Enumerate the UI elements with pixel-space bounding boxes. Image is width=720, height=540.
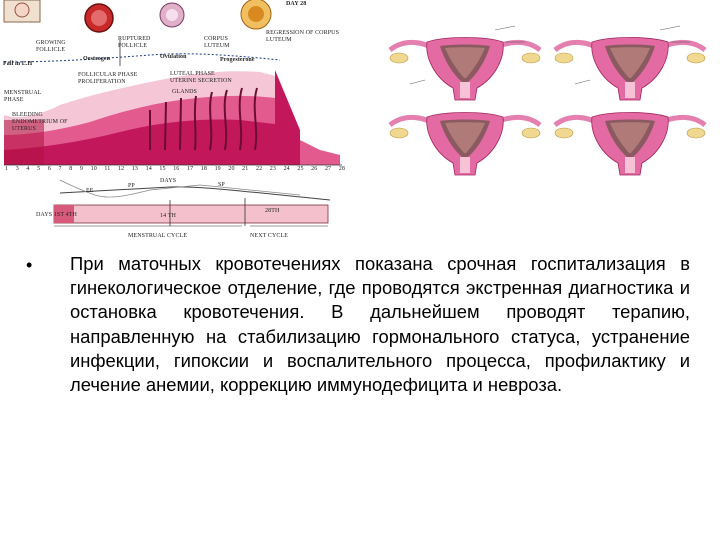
day-number: 26 — [311, 166, 318, 172]
regression-label: REGRESSION OF CORPUS LUTEUM — [266, 30, 340, 43]
day-number: 6 — [47, 166, 51, 172]
uterus-image-2 — [555, 38, 705, 101]
uterus-image-3 — [390, 113, 540, 176]
day-number: 28 — [338, 166, 345, 172]
oestrogen-label: Oestrogen — [83, 56, 111, 62]
days-row-label: DAYS 1ST 4TH — [36, 212, 77, 218]
day-number: 20 — [228, 166, 235, 172]
bullet-text: При маточных кровотечениях показана сроч… — [70, 253, 690, 396]
day-number: 21 — [242, 166, 249, 172]
next-cycle-label: NEXT CYCLE — [250, 233, 289, 239]
day-number: 27 — [324, 166, 332, 172]
day-number: 17 — [186, 166, 194, 172]
cycle-bar — [53, 204, 329, 224]
day-number: 15 — [159, 166, 166, 172]
follicular-phase-label: FOLLICULAR PHASE PROLIFERATION — [78, 72, 138, 85]
day-number: 7 — [58, 166, 62, 172]
pp-label: PP — [128, 183, 135, 189]
bleeding-endometrium-label: BLEEDING ENDOMETRIUM OF UTERUS — [12, 112, 68, 132]
menstrual-cycle-label: MENSTRUAL CYCLE — [128, 233, 188, 239]
bullet-symbol: • — [26, 255, 33, 275]
ovulation-label: Ovulation — [160, 54, 187, 60]
day-number: 5 — [37, 166, 41, 172]
menstrual-phase-label: MENSTRUAL PHASE — [4, 90, 42, 103]
day28th-label: 28TH — [265, 208, 280, 214]
day-number: 1 — [5, 166, 9, 172]
corpus-luteum-label: CORPUS LUTEUM — [204, 36, 230, 49]
ee-label: EE — [86, 188, 94, 194]
days-label: DAYS — [160, 178, 177, 184]
day-number: 14 — [145, 166, 152, 172]
day-number: 18 — [200, 166, 207, 172]
fall-lh-label: Fall in L.H — [3, 61, 33, 67]
day-number: 4 — [26, 166, 30, 172]
day-number: 12 — [118, 166, 125, 172]
day-number: 23 — [269, 166, 276, 172]
glands-label: GLANDS — [172, 89, 197, 95]
luteal-phase-label: LUTEAL PHASE UTERINE SECRETION — [170, 71, 232, 84]
day-number: 9 — [79, 166, 84, 172]
day-number: 13 — [131, 166, 138, 172]
sp-label: SP — [218, 182, 225, 188]
day-number: 24 — [283, 166, 290, 172]
day-number: 22 — [255, 166, 263, 172]
day-number: 10 — [90, 166, 97, 172]
day14-label: 14 TH — [160, 213, 176, 219]
day-number: 3 — [15, 166, 19, 172]
day-number: 8 — [69, 166, 73, 172]
uterus-image-4 — [555, 113, 705, 176]
ruptured-follicle-label: RUPTURED FOLLICLE — [118, 36, 151, 49]
uterus-image-1 — [390, 38, 540, 101]
uterus-artwork — [385, 25, 715, 178]
day-number: 25 — [297, 166, 304, 172]
uterus-illustrations — [385, 18, 715, 178]
cycle-artwork — [3, 0, 342, 227]
day-number: 19 — [214, 166, 221, 172]
day-number: 11 — [104, 166, 111, 172]
day28-label: DAY 28 — [286, 1, 307, 7]
day-number-row: 1 3 4 5 6 7 8 9 10 11 12 13 14 15 16 17 … — [5, 166, 345, 174]
growing-follicle-label: GROWING FOLLICLE — [36, 40, 66, 53]
progesterone-label: Progesterone — [220, 57, 255, 63]
menstrual-cycle-diagram: DAY 28 GROWING FOLLICLE RUPTURED FOLLICL… — [0, 0, 360, 245]
day-number: 16 — [173, 166, 180, 172]
